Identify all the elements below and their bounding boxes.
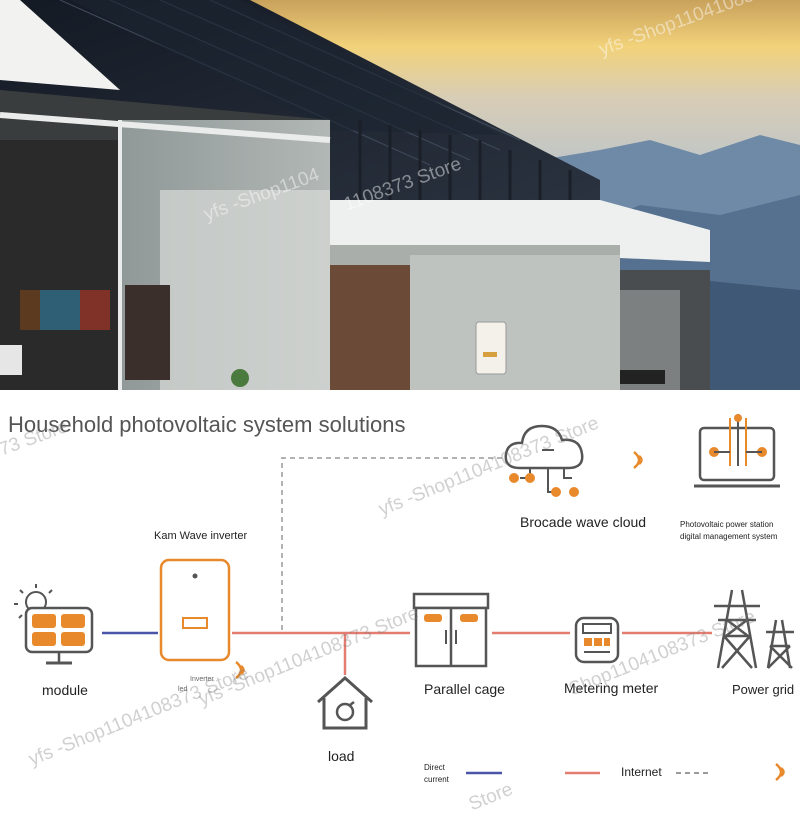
wifi-signal-icon [235,661,245,679]
wifi-signal-icon [633,451,643,469]
solar-panel-icon [14,584,94,665]
management-label: Photovoltaic power station [680,520,774,529]
management-label: digital management system [680,532,778,541]
house-photo: yfs -Shop11041083 yfs -Shop1104 1108373 … [0,0,800,390]
meter-label: Metering meter [564,680,659,696]
pv-system-diagram: Household photovoltaic system solutions … [0,390,800,815]
cloud-label: Brocade wave cloud [520,514,647,530]
legend-dc-label: Direct [424,763,445,772]
house-load-icon [317,675,373,730]
module-label: module [42,682,88,698]
power-tower-icon [714,589,794,669]
inverter-sublabel: led [178,686,188,693]
inverter-icon [159,558,231,662]
power-grid-label: Power grid [732,682,795,697]
inverter-sublabel: Inverter [190,676,214,683]
cloud-network-icon [504,424,584,497]
inverter-label: Kam Wave inverter [154,530,248,542]
parallel-cage-icon [412,592,490,668]
legend-internet-label: Internet [621,765,662,779]
legend-dc-label: current [424,775,449,784]
wifi-signal-icon [775,763,785,781]
house-photo-illustration [0,0,800,390]
diagram-title: Household photovoltaic system solutions [8,412,406,437]
monitor-system-icon [694,414,780,488]
parallel-cage-label: Parallel cage [424,681,505,697]
load-label: load [328,748,355,764]
internet-link [281,457,505,630]
electric-meter-icon [574,616,620,664]
diagram-lines [102,457,712,775]
